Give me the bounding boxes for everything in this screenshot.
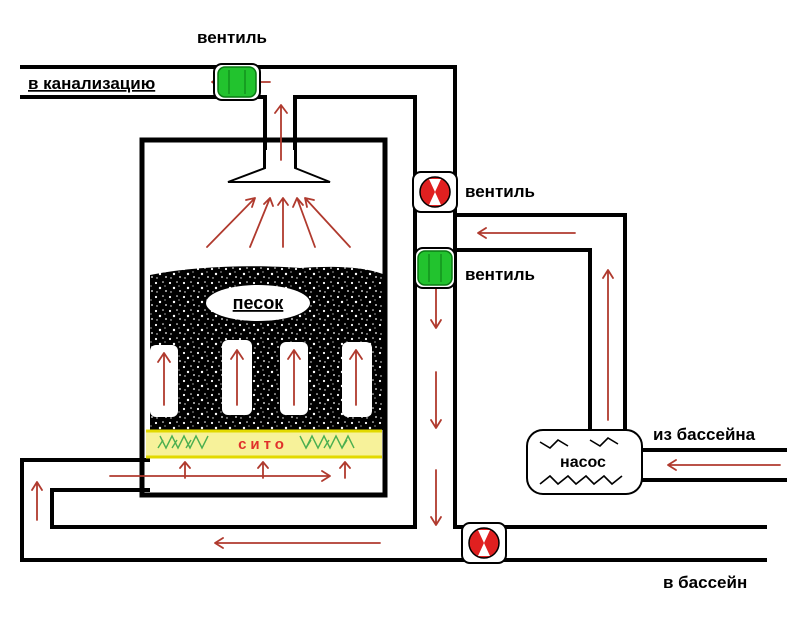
sieve-band bbox=[146, 430, 382, 458]
to-pool-label: в бассейн bbox=[663, 573, 747, 592]
arrow-riser-down-3 bbox=[430, 469, 442, 526]
pump-icon bbox=[526, 429, 643, 495]
arrow-bottom-inflow bbox=[109, 470, 331, 482]
sewer-label: в канализацию bbox=[28, 74, 155, 93]
valve-bottom-closed[interactable] bbox=[461, 522, 507, 564]
arrow-left-loop-up bbox=[31, 481, 43, 521]
valve-top-sewer[interactable] bbox=[213, 63, 261, 101]
arrow-channel-4 bbox=[349, 349, 363, 406]
pump[interactable] bbox=[526, 429, 643, 495]
arrow-return-left bbox=[214, 537, 381, 549]
sand-label-plate bbox=[206, 285, 310, 321]
sieve-label: сито bbox=[238, 436, 288, 453]
arrow-riser-down-2 bbox=[430, 371, 442, 429]
arrow-from-pool bbox=[667, 459, 781, 471]
valve-open-icon bbox=[417, 250, 453, 286]
arrow-fan-mid-left bbox=[249, 197, 274, 248]
from-pool-label: из бассейна bbox=[653, 425, 756, 444]
sieve-mesh bbox=[157, 434, 355, 450]
arrow-fan-left bbox=[206, 197, 256, 248]
arrow-pump-up bbox=[602, 269, 614, 421]
pipes bbox=[20, 65, 787, 562]
pump-label: насос bbox=[560, 454, 606, 471]
filter-tank bbox=[139, 137, 388, 498]
arrow-sieve-3 bbox=[339, 461, 351, 479]
arrow-funnel-up bbox=[274, 104, 288, 161]
arrow-channel-3 bbox=[287, 349, 301, 406]
arrow-channel-2 bbox=[230, 349, 244, 406]
valve-top-label: вентиль bbox=[197, 28, 267, 47]
tank-walls bbox=[139, 137, 388, 498]
arrow-channel-1 bbox=[157, 352, 171, 406]
arrow-fan-mid-right bbox=[292, 197, 316, 248]
valve-open-icon bbox=[217, 66, 257, 98]
collector-funnel bbox=[227, 150, 331, 183]
valve-right-red-label: вентиль bbox=[465, 182, 535, 201]
valve-right-open[interactable] bbox=[414, 247, 456, 289]
flow-arrows bbox=[31, 76, 781, 549]
arrow-feed-left bbox=[477, 227, 576, 239]
sand-label: песок bbox=[233, 293, 285, 313]
valve-right-green-label: вентиль bbox=[465, 265, 535, 284]
arrow-fan-mid bbox=[277, 197, 289, 248]
arrow-fan-right bbox=[304, 197, 351, 248]
valve-right-closed[interactable] bbox=[412, 171, 458, 213]
